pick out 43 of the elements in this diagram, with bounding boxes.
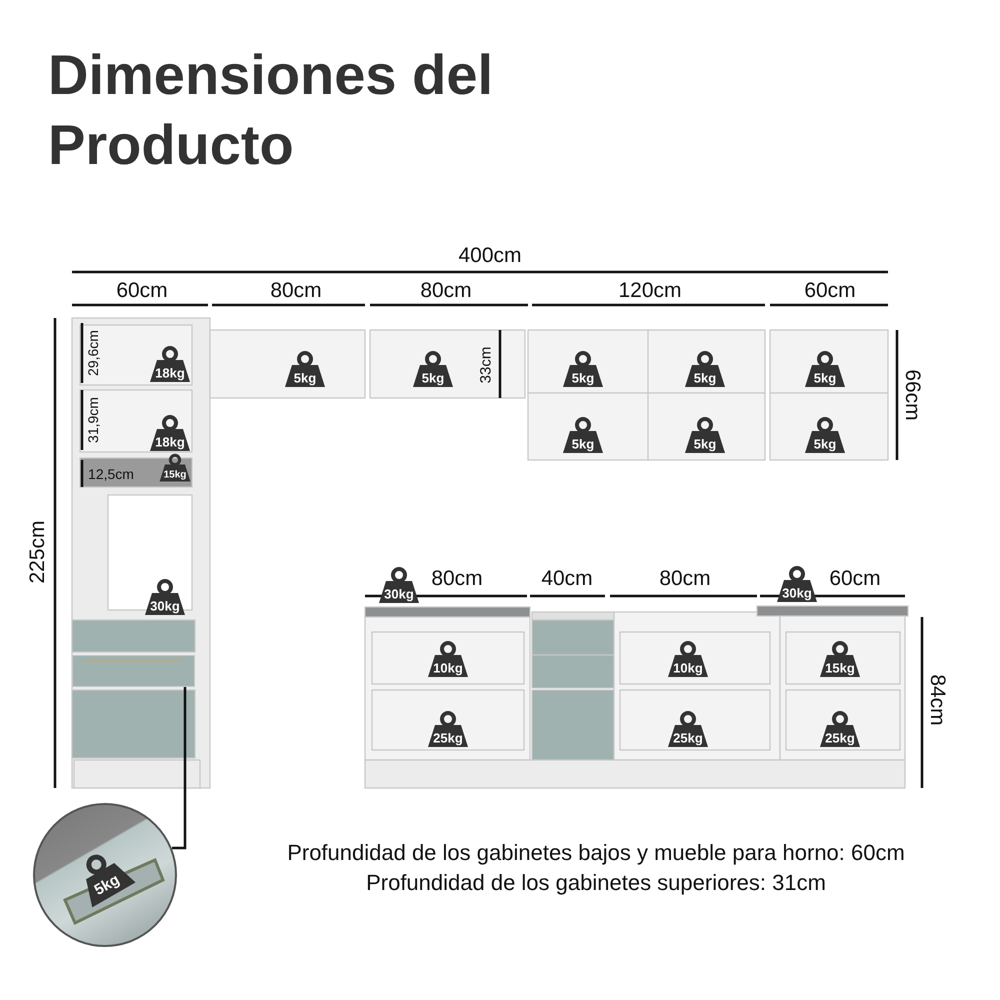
dimension-label: 80cm [420, 279, 472, 303]
weight-label: 10kg [433, 660, 463, 676]
note-text: Profundidad de los gabinetes bajos y mueble para horno: 60cm [287, 840, 905, 866]
weight-label: 5kg [814, 370, 836, 386]
dimension-label: 60cm [804, 279, 856, 303]
title: Dimensiones del Producto [48, 42, 494, 178]
dimension-label: 29,6cm [85, 330, 101, 376]
dimension-label: 60cm [116, 279, 168, 303]
weight-label: 18kg [155, 366, 185, 380]
weight-label: 15kg [164, 470, 186, 480]
weight-label: 25kg [433, 730, 463, 746]
weight-label: 15kg [825, 660, 855, 676]
dimension-label: 80cm [431, 567, 483, 591]
weight-label: 5kg [92, 871, 122, 899]
weight-label: 18kg [155, 434, 185, 450]
dimension-label: 84cm [925, 674, 949, 726]
leader-line [172, 687, 186, 850]
weight-label: 5kg [422, 370, 444, 386]
dimension-label: 60cm [829, 567, 881, 591]
weight-label: 10kg [673, 660, 703, 676]
weight-label: 30kg [384, 586, 414, 602]
weight-label: 5kg [572, 436, 594, 452]
drawer-front [72, 655, 195, 687]
dimension-label: 400cm [458, 244, 522, 268]
weight-label: 5kg [572, 370, 594, 386]
dimension-label: 80cm [659, 567, 711, 591]
dimension-label: 225cm [26, 520, 50, 584]
dimension-label: 120cm [618, 279, 682, 303]
weight-label: 25kg [825, 730, 855, 746]
dimension-label: 40cm [541, 567, 593, 591]
note-text: Profundidad de los gabinetes superiores: 31cm [366, 870, 826, 896]
dimension-label: 66cm [900, 369, 924, 421]
weight-label: 5kg [694, 436, 716, 452]
weight-label: 5kg [814, 436, 836, 452]
weight-label: 30kg [150, 598, 180, 614]
weight-label: 25kg [673, 730, 703, 746]
weight-label: 30kg [782, 586, 812, 600]
dimension-label: 80cm [270, 279, 322, 303]
dimension-label: 12,5cm [88, 466, 134, 482]
dimension-label: 33cm [478, 346, 494, 384]
weight-label: 5kg [694, 370, 716, 386]
weight-label: 5kg [294, 370, 316, 386]
dimension-label: 31,9cm [85, 397, 101, 443]
